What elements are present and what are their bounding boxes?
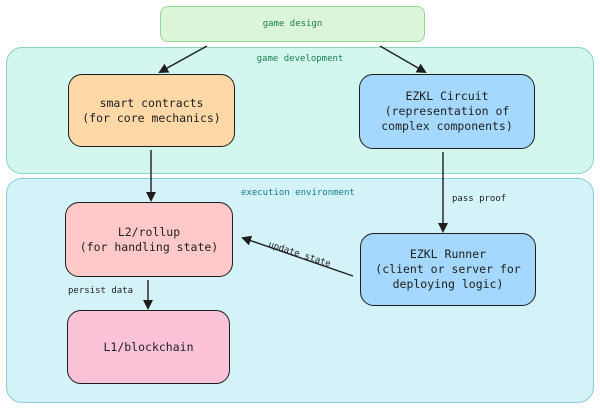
persist-data-label: persist data [68,286,134,296]
smart-contracts-node[interactable]: smart contracts (for core mechanics) [68,74,235,147]
edge-runner-to-l2 [241,235,354,277]
ezkl-circuit-node[interactable]: EZKL Circuit (representation of complex … [359,74,535,149]
game-development-label: game development [256,54,344,64]
edge-design-to-contracts [158,45,208,73]
l2-rollup-node[interactable]: L2/rollup (for handling state) [65,202,233,277]
game-design-node[interactable]: game design [160,6,425,42]
execution-environment-label: execution environment [241,188,355,198]
l1-blockchain-node[interactable]: L1/blockchain [67,310,230,384]
edge-design-to-circuit [379,45,427,74]
ezkl-runner-node[interactable]: EZKL Runner (client or server for deploy… [360,233,536,306]
pass-proof-label: pass proof [452,194,507,204]
